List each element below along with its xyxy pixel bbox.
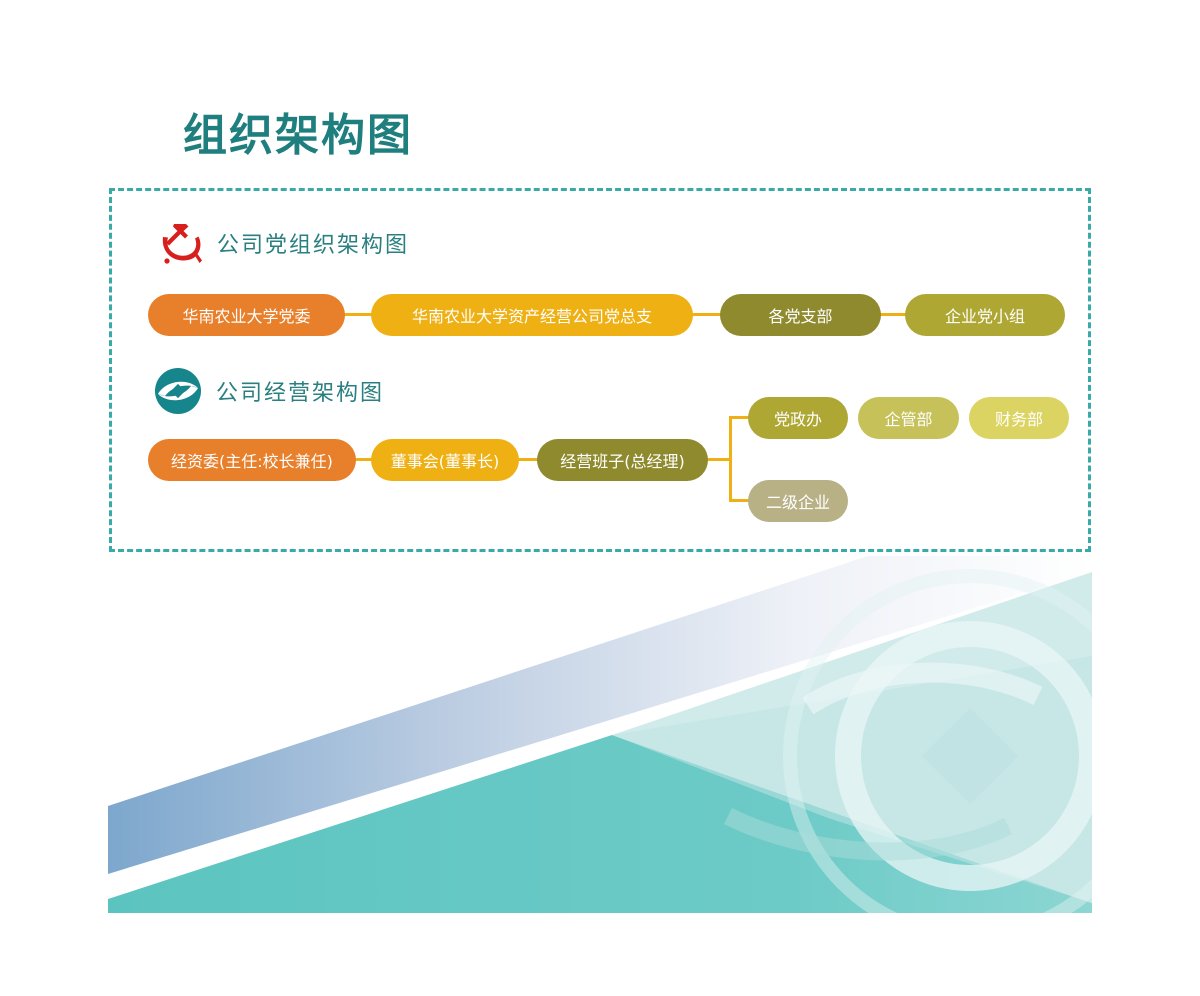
page-title: 组织架构图 (183, 110, 413, 161)
connector-line (703, 458, 732, 461)
node-party-admin-office: 党政办 (748, 397, 848, 439)
connector-line (688, 313, 724, 316)
party-section-header: 公司党组织架构图 (155, 220, 409, 266)
node-party-groups: 企业党小组 (905, 294, 1065, 336)
connector-line (729, 416, 753, 419)
connector-line (729, 499, 753, 502)
node-subsidiary-enterprises: 二级企业 (748, 480, 848, 522)
node-party-branches: 各党支部 (720, 294, 881, 336)
connector-line (340, 313, 376, 316)
business-section-title: 公司经营架构图 (216, 381, 385, 406)
connector-line (876, 313, 910, 316)
branch-connector (729, 416, 732, 502)
connector-line (514, 458, 542, 461)
node-asset-committee: 经资委(主任:校长兼任) (148, 439, 356, 481)
dashed-frame (109, 188, 1091, 552)
hammer-sickle-icon (162, 224, 202, 264)
company-logo-icon (155, 368, 201, 414)
node-enterprise-management-dept: 企管部 (858, 397, 959, 439)
node-board-of-directors: 董事会(董事长) (371, 439, 519, 481)
node-university-party-committee: 华南农业大学党委 (148, 294, 345, 336)
connector-line (350, 458, 376, 461)
decorative-banner-graphic (108, 556, 1092, 913)
node-management-team: 经营班子(总经理) (537, 439, 708, 481)
party-section-title: 公司党组织架构图 (217, 233, 410, 258)
business-section-header: 公司经营架构图 (154, 367, 384, 415)
node-asset-company-party-branch: 华南农业大学资产经营公司党总支 (371, 294, 693, 336)
node-finance-dept: 财务部 (969, 397, 1069, 439)
